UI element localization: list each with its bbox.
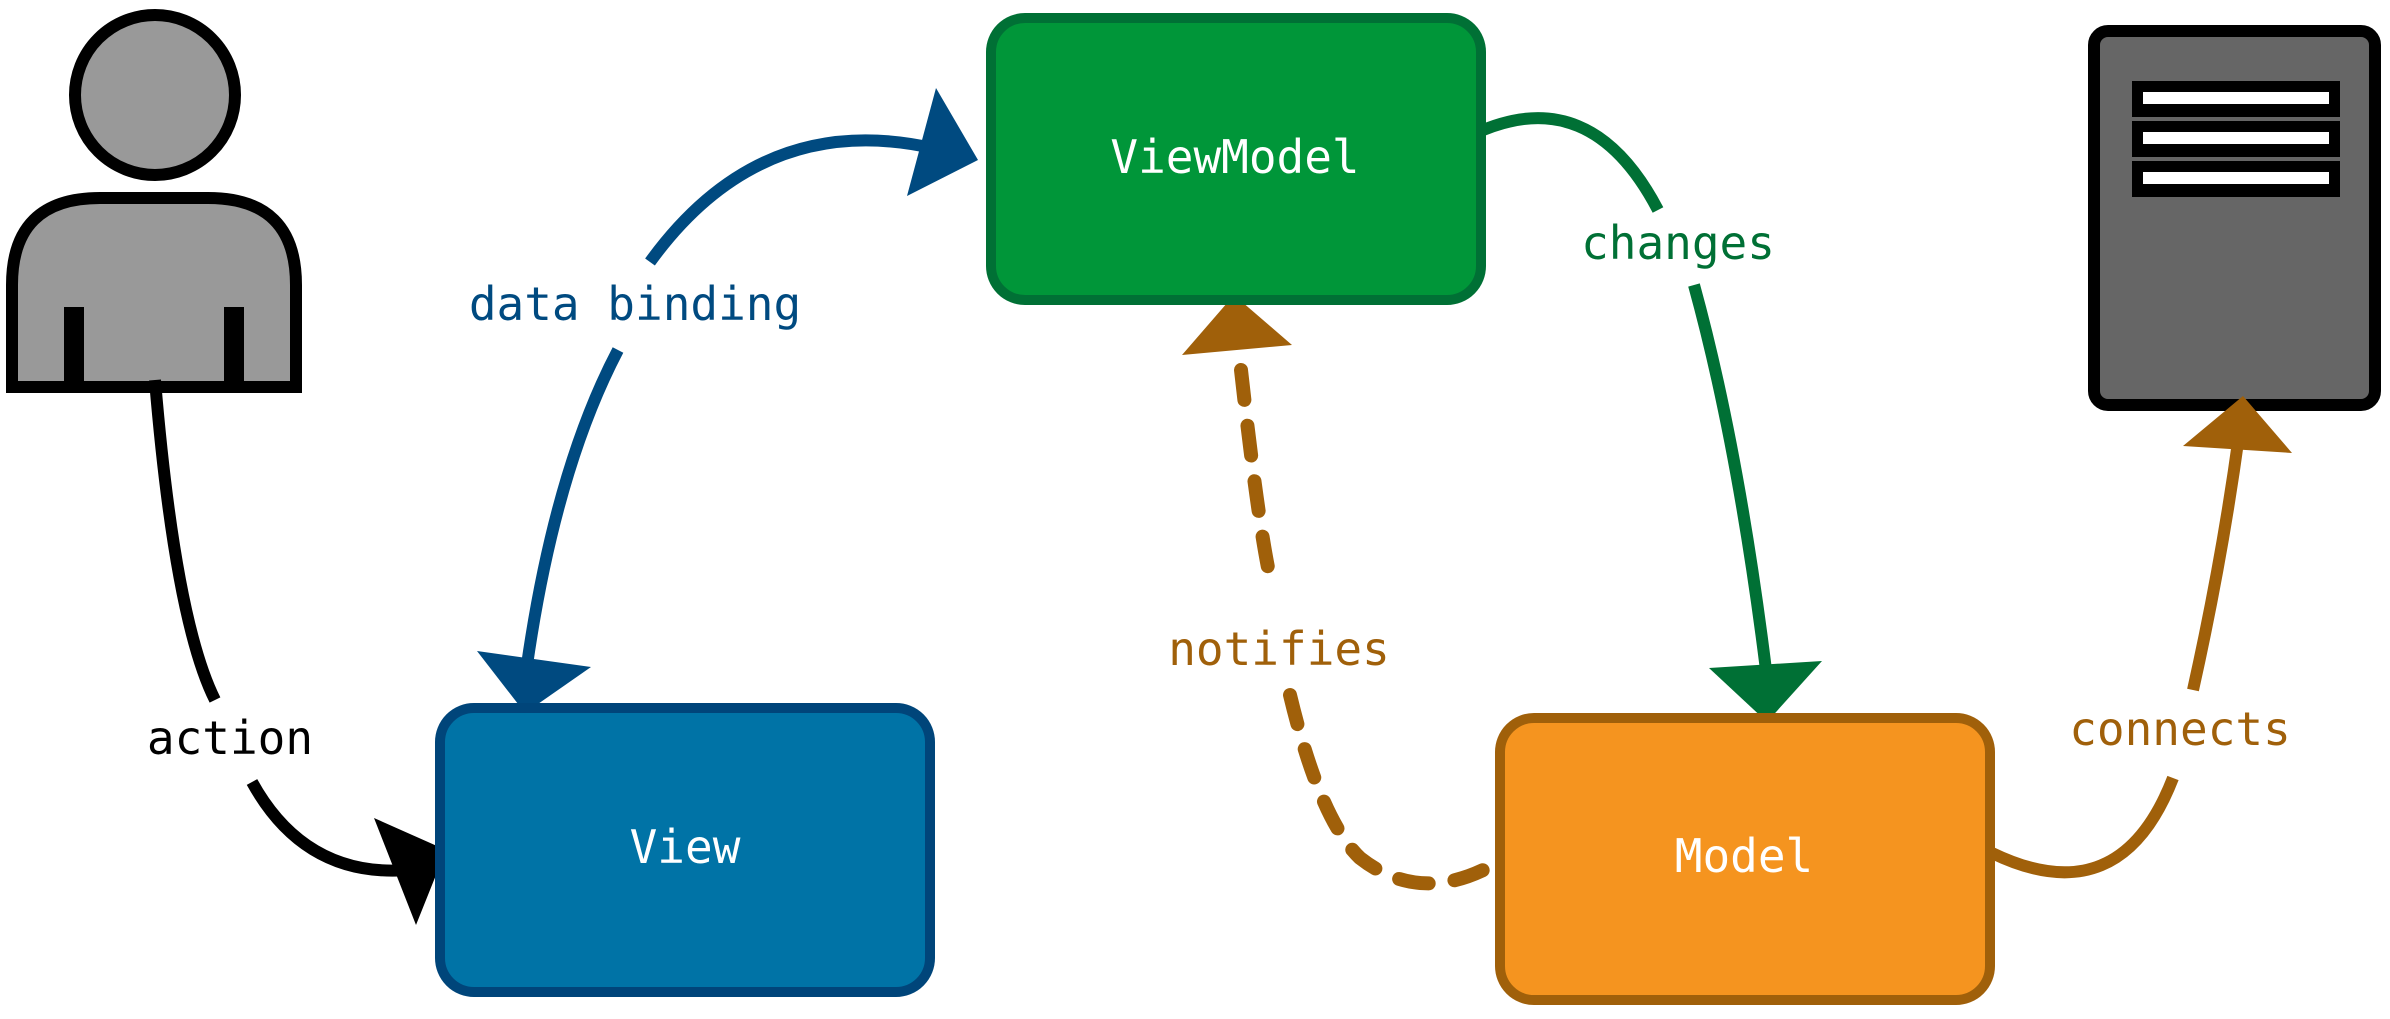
node-view-box bbox=[435, 703, 935, 997]
edge-notifies: notifies bbox=[1168, 295, 1500, 891]
edge-connects-arrowhead bbox=[2183, 396, 2292, 453]
node-view-label: View bbox=[630, 820, 741, 874]
node-model-label: Model bbox=[1675, 829, 1813, 883]
edge-changes-label: changes bbox=[1581, 216, 1775, 270]
server-icon bbox=[2088, 25, 2381, 411]
server-drive-2-slot bbox=[2143, 132, 2329, 144]
edge-changes-arrowhead bbox=[1709, 661, 1822, 722]
node-viewmodel-label: ViewModel bbox=[1110, 130, 1359, 184]
edge-data-binding-label: data binding bbox=[469, 277, 801, 331]
edge-notifies-arrowhead bbox=[1182, 295, 1292, 355]
user-icon bbox=[6, 9, 302, 393]
node-model: Model bbox=[1495, 713, 1995, 1005]
edge-action-label: action bbox=[147, 711, 313, 765]
node-viewmodel-box bbox=[986, 13, 1486, 305]
edge-notifies-line bbox=[1234, 363, 1500, 891]
edge-action-arrowhead bbox=[374, 818, 446, 925]
edge-changes: changes bbox=[1471, 112, 1822, 722]
node-model-box bbox=[1495, 713, 1995, 1005]
edge-connects-line bbox=[1989, 434, 2245, 879]
edge-data-binding-arrowhead-view bbox=[477, 651, 591, 713]
edge-notifies-label: notifies bbox=[1168, 622, 1390, 676]
user-body bbox=[6, 192, 302, 393]
user-arm-left bbox=[64, 307, 84, 383]
edge-connects: connects bbox=[1989, 396, 2292, 879]
user-head bbox=[69, 9, 241, 181]
edge-data-binding-arrowhead-viewmodel bbox=[907, 88, 978, 196]
edge-action-line bbox=[149, 379, 409, 877]
node-view: View bbox=[435, 703, 935, 997]
edge-data-binding-line bbox=[521, 134, 934, 666]
edge-data-binding: data binding bbox=[469, 88, 978, 713]
edge-connects-label: connects bbox=[2069, 702, 2291, 756]
node-viewmodel: ViewModel bbox=[986, 13, 1486, 305]
server-drive-1-slot bbox=[2143, 92, 2329, 104]
server-drive-3-slot bbox=[2143, 172, 2329, 184]
user-arm-right bbox=[224, 307, 244, 383]
edge-action: action bbox=[147, 379, 446, 925]
edge-changes-line bbox=[1471, 112, 1772, 671]
